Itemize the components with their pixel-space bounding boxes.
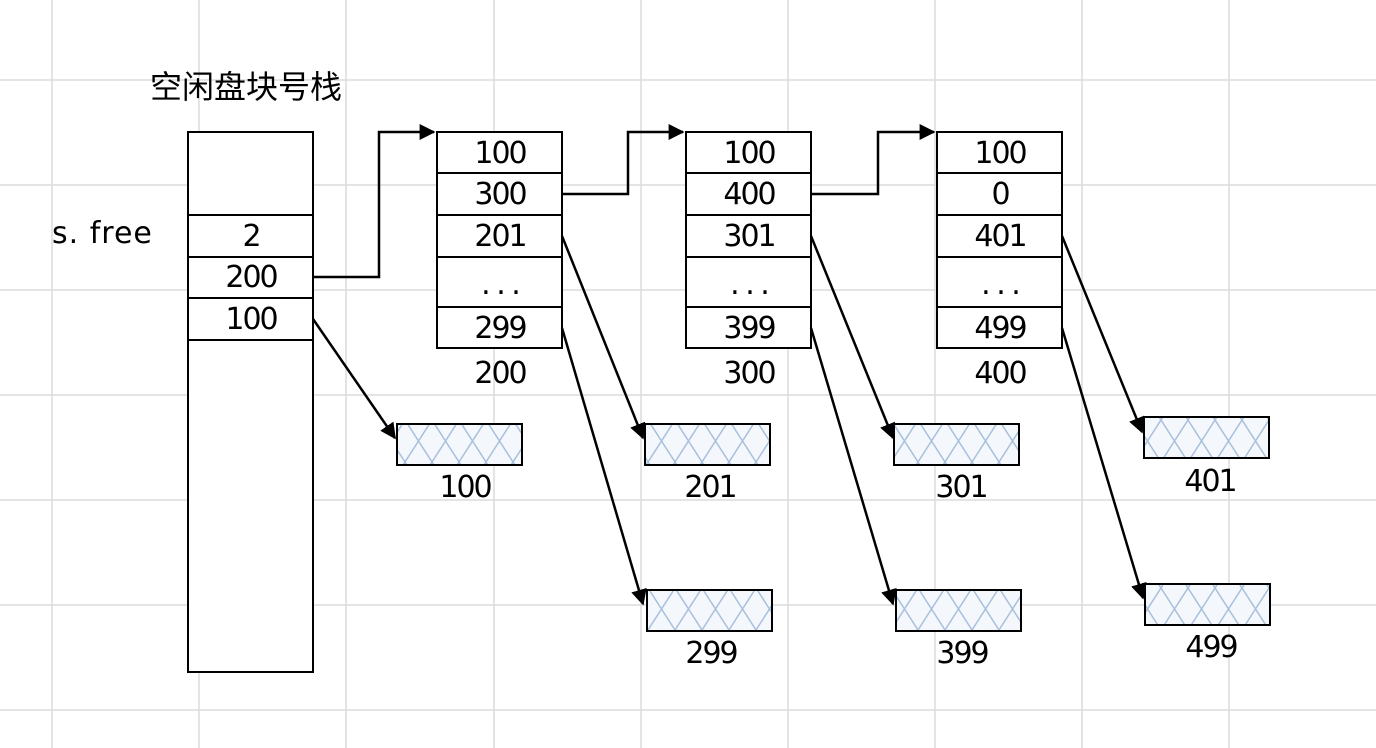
- link-arrow-300-to-400: [811, 124, 936, 196]
- group-caption: 400: [974, 356, 1026, 391]
- free-block: [1143, 416, 1270, 459]
- free-block: [895, 589, 1022, 632]
- group-table: [436, 131, 563, 349]
- free-block-label: 299: [685, 636, 736, 671]
- stack-outline: [187, 131, 314, 673]
- pointer-arrow: [560, 235, 646, 440]
- group-cell-ellipsis: . . .: [730, 267, 768, 302]
- free-block: [646, 589, 773, 632]
- group-cell-ellipsis: . . .: [481, 267, 519, 302]
- group-cell: 400: [723, 177, 775, 212]
- group-block-300: 100 400 301 . . . 399 300: [685, 131, 812, 391]
- pointer-arrows: [311, 235, 1147, 606]
- group-cell: 100: [474, 136, 526, 171]
- group-caption: 300: [723, 356, 775, 391]
- group-cell: 401: [974, 219, 1025, 254]
- stack-cell-count: 2: [242, 219, 259, 254]
- group-block-400: 100 0 401 . . . 499 400: [936, 131, 1063, 391]
- free-block-label: 399: [936, 636, 987, 671]
- pointer-arrow: [560, 327, 647, 606]
- free-block: [396, 423, 523, 466]
- group-cell: 499: [974, 311, 1025, 346]
- free-block-label: 499: [1185, 630, 1236, 665]
- group-cell-ellipsis: . . .: [981, 267, 1019, 302]
- free-block: [893, 423, 1020, 466]
- free-block: [644, 423, 771, 466]
- pointer-arrow: [311, 318, 397, 440]
- free-count-label: s. free: [52, 216, 153, 251]
- free-block-label: 100: [439, 470, 491, 505]
- stack-title: 空闲盘块号栈: [150, 68, 342, 106]
- group-cell: 201: [474, 219, 525, 254]
- group-table: [685, 131, 812, 349]
- group-cell: 0: [991, 177, 1009, 212]
- link-arrow-stack-to-200: [313, 124, 436, 279]
- link-arrow-200-to-300: [562, 124, 685, 196]
- group-cell: 299: [474, 311, 525, 346]
- group-cell: 100: [723, 136, 775, 171]
- group-table: [936, 131, 1063, 349]
- stack-cell-free-block: 100: [225, 302, 277, 337]
- pointer-arrow: [809, 327, 897, 606]
- free-block-stack: 2 200 100: [187, 131, 314, 673]
- group-cell: 301: [723, 219, 774, 254]
- link-arrows: [313, 124, 936, 279]
- free-block-label: 401: [1184, 464, 1235, 499]
- free-block: [1144, 583, 1271, 626]
- group-cell: 399: [723, 311, 774, 346]
- group-caption: 200: [474, 356, 526, 391]
- stack-cell-next-group: 200: [225, 260, 277, 295]
- group-cell: 300: [474, 177, 526, 212]
- group-block-200: 100 300 201 . . . 299 200: [436, 131, 563, 391]
- pointer-arrow: [809, 235, 895, 440]
- pointer-arrow: [1060, 235, 1144, 434]
- pointer-arrow: [1060, 327, 1147, 600]
- free-block-label: 301: [935, 470, 986, 505]
- free-blocks: 100 201 299 301 399 401 499: [396, 416, 1271, 671]
- free-block-label: 201: [684, 470, 735, 505]
- group-cell: 100: [974, 136, 1026, 171]
